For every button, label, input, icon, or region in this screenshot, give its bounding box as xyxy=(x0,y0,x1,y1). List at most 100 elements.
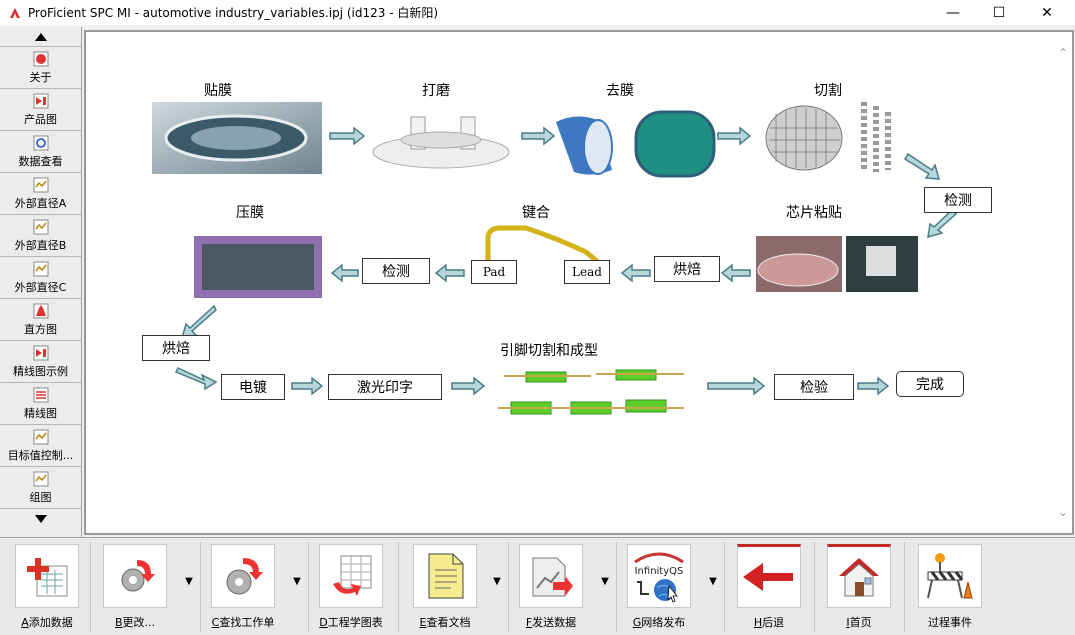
arrow-12 xyxy=(291,376,324,396)
sidebar-item-diameter-a[interactable]: 外部直径A xyxy=(0,173,81,215)
sidebar-item-label: 外部直径A xyxy=(14,196,67,210)
engineering-chart-button[interactable]: D工程学图表 xyxy=(318,544,384,632)
sidebar-scroll-down[interactable] xyxy=(0,509,81,529)
back-hotkey: H xyxy=(753,616,763,629)
add-data-hotkey: A xyxy=(21,616,29,629)
back-frame xyxy=(737,544,801,608)
arrow-1 xyxy=(329,126,366,146)
maximize-button[interactable]: ☐ xyxy=(976,0,1022,25)
example-chart-icon xyxy=(33,345,48,360)
arrow-6 xyxy=(720,263,751,283)
sidebar-item-group-chart[interactable]: 组图 xyxy=(0,467,81,509)
sidebar-item-label: 数据查看 xyxy=(18,154,63,168)
step-wancheng-box[interactable]: 完成 xyxy=(896,371,964,397)
engineering-chart-label: D工程学图表 xyxy=(319,614,382,630)
add-data-button[interactable]: A添加数据 xyxy=(14,544,80,632)
lead-box: Lead xyxy=(564,260,610,284)
spreadsheet-chart-icon xyxy=(333,555,372,596)
send-data-button[interactable]: F发送数据 xyxy=(518,544,584,632)
find-work-order-hotkey: C xyxy=(211,616,220,629)
sidebar-item-example-chart[interactable]: 精线图示例 xyxy=(0,341,81,383)
gear-search-icon xyxy=(226,558,263,595)
data-view-icon xyxy=(33,135,48,150)
sidebar-item-histogram[interactable]: 直方图 xyxy=(0,299,81,341)
line-chart-icon xyxy=(33,387,48,402)
find-work-order-button[interactable]: C查找工作单 xyxy=(210,544,276,632)
step-damo-label: 打磨 xyxy=(422,83,450,99)
close-button[interactable]: ✕ xyxy=(1024,0,1070,25)
change-button[interactable]: B更改... xyxy=(102,544,168,632)
step-jiance-box-2[interactable]: 检测 xyxy=(362,258,430,284)
send-data-hotkey: F xyxy=(525,616,533,629)
arrow-3 xyxy=(717,126,752,146)
pad-box: Pad xyxy=(471,260,517,284)
sidebar-item-diameter-b[interactable]: 外部直径B xyxy=(0,215,81,257)
sidebar-item-label: 精线图示例 xyxy=(13,364,68,378)
send-data-dropdown-arrow[interactable]: ▼ xyxy=(601,576,609,587)
sidebar-item-about[interactable]: 关于 xyxy=(0,47,81,89)
minimize-button[interactable]: — xyxy=(930,0,976,25)
arrow-13 xyxy=(451,376,486,396)
step-jianyan-box[interactable]: 检验 xyxy=(774,374,854,400)
infinityqs-globe-icon: InfinityQS xyxy=(634,552,684,603)
web-publish-button[interactable]: InfinityQS G网络发布 xyxy=(626,544,692,632)
sidebar-item-line-chart[interactable]: 精线图 xyxy=(0,383,81,425)
histogram-icon xyxy=(33,303,48,318)
step-jiance-box-1[interactable]: 检测 xyxy=(924,187,992,213)
step-hongbei-box-2[interactable]: 烘焙 xyxy=(142,335,210,361)
process-flow-canvas: 贴膜 打磨 去膜 切割 检测 芯片粘贴 烘焙 键合 Pad Lead 检测 压膜… xyxy=(84,30,1074,535)
arrow-8 xyxy=(434,263,465,283)
home-button[interactable]: I首页 xyxy=(826,544,892,632)
sidebar-item-label: 外部直径C xyxy=(14,280,67,294)
maximize-icon: ☐ xyxy=(992,4,1006,21)
arrow-15 xyxy=(857,376,890,396)
sidebar-item-product-chart[interactable]: 产品图 xyxy=(0,89,81,131)
sidebar-item-label: 产品图 xyxy=(24,112,57,126)
roadblock-icon xyxy=(927,553,973,599)
toolbar-separator xyxy=(616,542,617,632)
change-dropdown-arrow[interactable]: ▼ xyxy=(185,576,193,587)
step-diandu-box[interactable]: 电镀 xyxy=(221,374,285,400)
step-jiguang-box[interactable]: 激光印字 xyxy=(328,374,442,400)
process-events-button[interactable]: 过程事件 xyxy=(916,544,984,632)
infinityqs-text: InfinityQS xyxy=(635,566,684,577)
engineering-chart-hotkey: D xyxy=(319,616,328,629)
view-document-dropdown-arrow[interactable]: ▼ xyxy=(493,576,501,587)
step-yamo-label: 压膜 xyxy=(236,205,264,221)
arrow-7 xyxy=(620,263,651,283)
molding-image xyxy=(194,236,322,298)
toolbar-separator xyxy=(398,542,399,632)
view-document-button[interactable]: E查看文档 xyxy=(412,544,478,632)
sidebar-item-diameter-c[interactable]: 外部直径C xyxy=(0,257,81,299)
sidebar-scroll-up[interactable] xyxy=(0,27,81,47)
step-qiege-label: 切割 xyxy=(814,83,842,99)
arrow-11 xyxy=(174,367,218,391)
step-hongbei-box-1[interactable]: 烘焙 xyxy=(654,256,720,282)
back-button[interactable]: H后退 xyxy=(736,544,802,632)
toolbar-separator xyxy=(308,542,309,632)
sidebar-item-label: 关于 xyxy=(29,70,52,84)
sidebar-item-data-view[interactable]: 数据查看 xyxy=(0,131,81,173)
arrow-2 xyxy=(521,126,556,146)
add-data-text: 添加数据 xyxy=(28,616,73,629)
engineering-chart-text: 工程学图表 xyxy=(327,616,383,629)
arrow-10 xyxy=(180,304,217,339)
step-xinpian-label: 芯片粘贴 xyxy=(786,205,842,221)
home-hotkey: I xyxy=(846,616,850,629)
app-logo-icon xyxy=(10,7,20,18)
canvas-vertical-scrollbar[interactable]: ⌃ ⌄ xyxy=(1055,32,1072,533)
find-work-order-dropdown-arrow[interactable]: ▼ xyxy=(293,576,301,587)
engineering-chart-frame xyxy=(319,544,383,608)
chevron-down-icon[interactable]: ⌄ xyxy=(1058,505,1069,519)
chart-icon xyxy=(33,177,48,192)
web-publish-dropdown-arrow[interactable]: ▼ xyxy=(709,576,717,587)
sidebar-item-label: 外部直径B xyxy=(14,238,67,252)
chart-icon xyxy=(33,219,48,234)
chart-icon xyxy=(33,429,48,444)
chevron-up-icon[interactable]: ⌃ xyxy=(1058,46,1069,60)
sidebar-item-target-control[interactable]: 目标值控制... xyxy=(0,425,81,467)
find-work-order-frame xyxy=(211,544,275,608)
arrow-4 xyxy=(903,152,941,180)
step-tiemo-label: 贴膜 xyxy=(204,83,232,99)
process-events-frame xyxy=(918,544,982,608)
